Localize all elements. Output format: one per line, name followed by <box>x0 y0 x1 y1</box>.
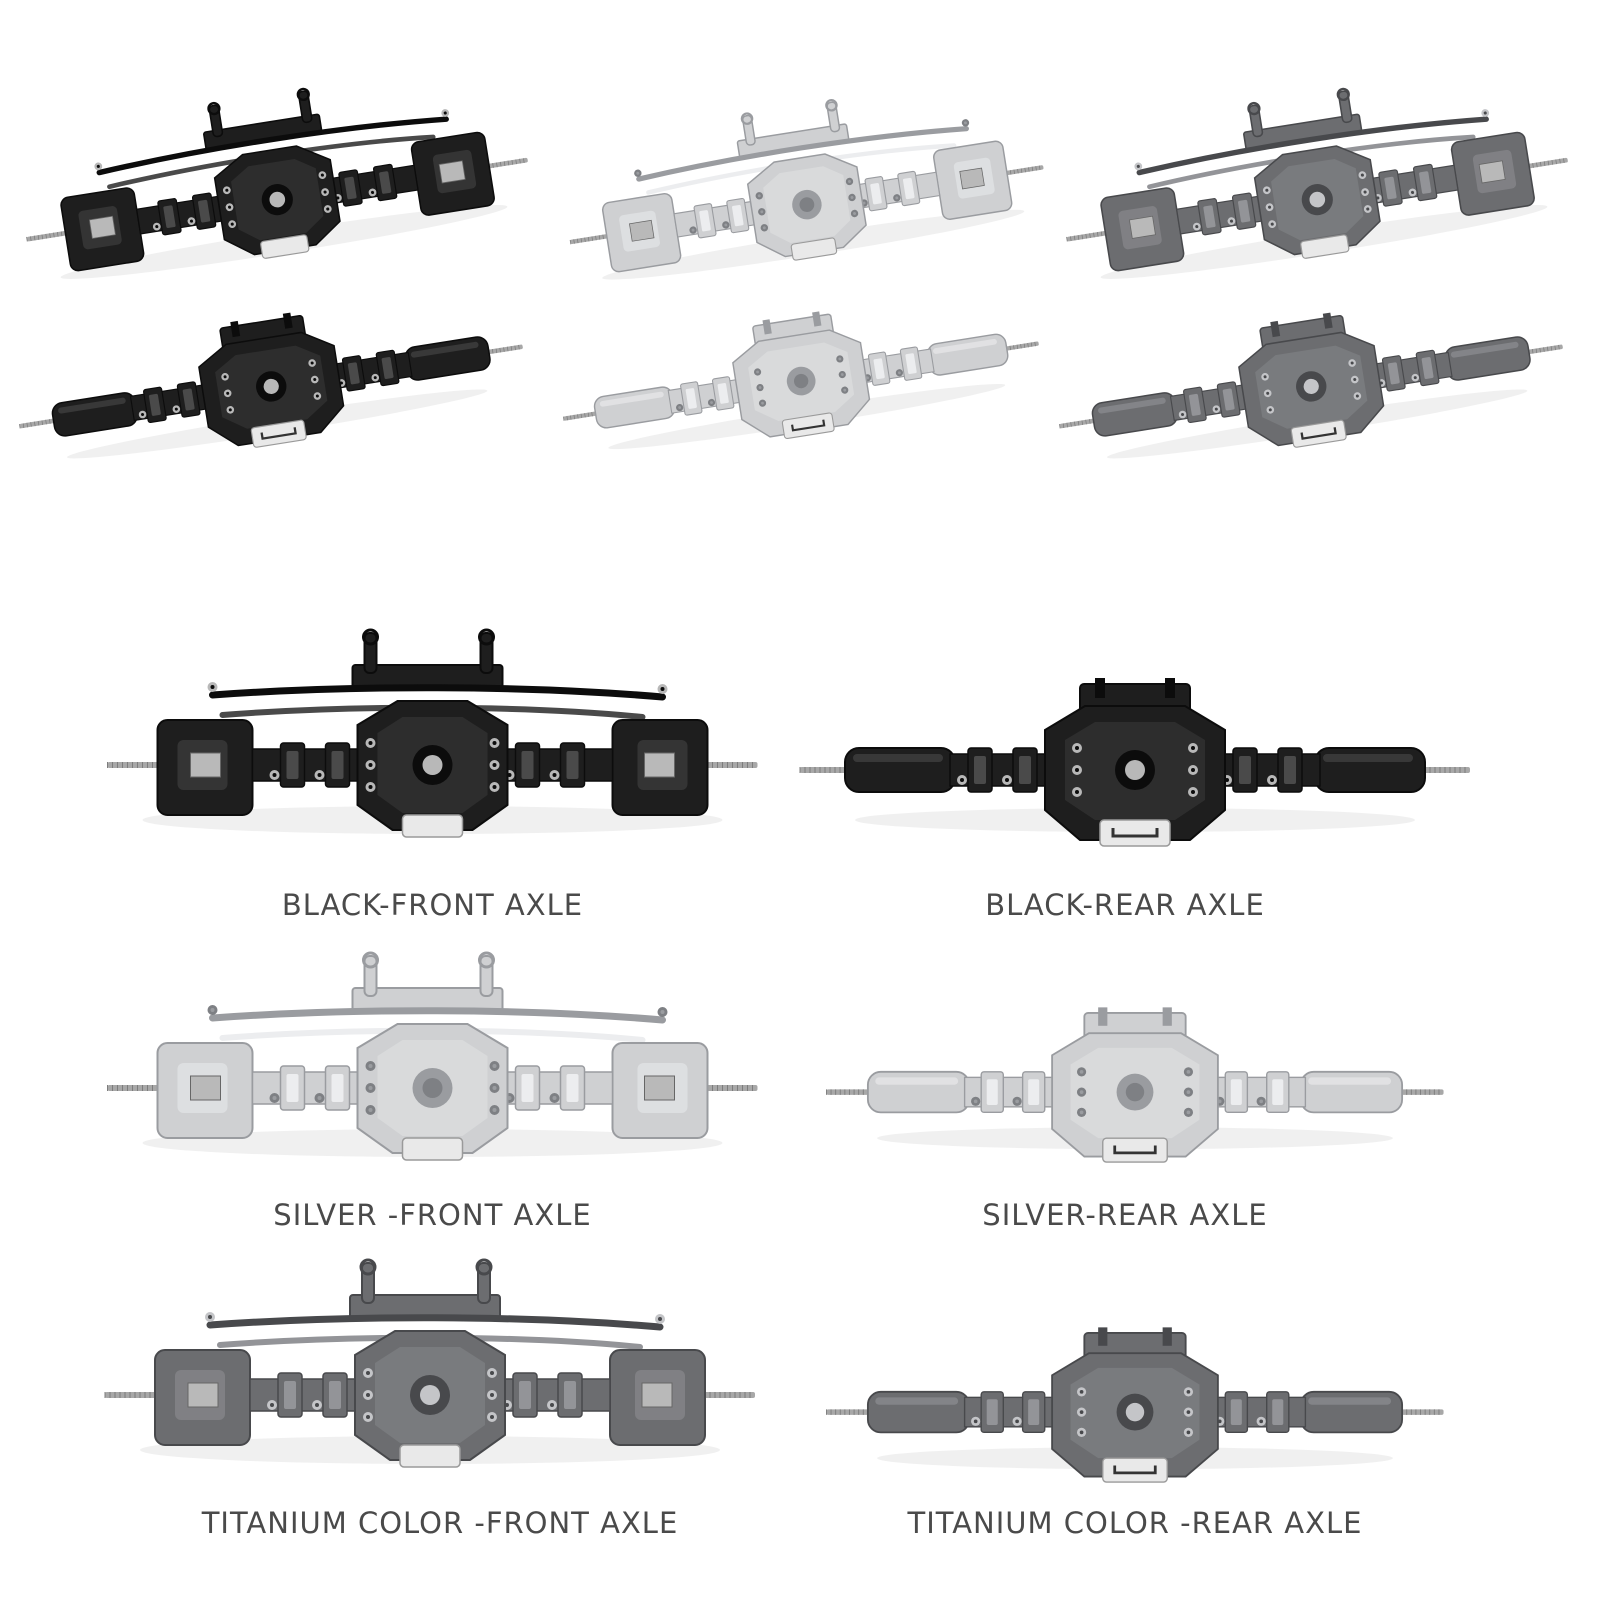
photo-titanium-rear-axle <box>795 1320 1475 1495</box>
photo-black-axle-set <box>0 80 540 500</box>
photo-titanium-axle-set <box>1040 80 1580 500</box>
silver-front-axle-label: SILVER -FRONT AXLE <box>273 1198 592 1232</box>
photo-black-rear-axle <box>795 670 1475 860</box>
silver-rear-axle-label: SILVER-REAR AXLE <box>982 1198 1268 1232</box>
rear-axle-illustration <box>825 1007 1444 1163</box>
axle-pair-illustration <box>562 99 1044 450</box>
rear-axle-illustration <box>825 1327 1444 1483</box>
photo-black-front-axle <box>100 625 765 855</box>
axle-pair-illustration <box>19 87 528 459</box>
photo-titanium-front-axle <box>90 1255 770 1485</box>
black-rear-axle-label: BLACK-REAR AXLE <box>985 888 1265 922</box>
photo-silver-rear-axle <box>795 1000 1475 1175</box>
photo-silver-axle-set <box>545 80 1055 500</box>
black-front-axle-label: BLACK-FRONT AXLE <box>281 888 584 922</box>
axle-pair-illustration <box>1059 87 1568 459</box>
front-axle-illustration <box>104 1258 755 1468</box>
titanium-rear-axle-label: TITANIUM COLOR -REAR AXLE <box>907 1506 1363 1540</box>
front-axle-illustration <box>107 951 758 1161</box>
titanium-front-axle-label: TITANIUM COLOR -FRONT AXLE <box>201 1506 679 1540</box>
photo-silver-front-axle <box>100 948 765 1178</box>
rear-axle-illustration <box>799 678 1470 847</box>
front-axle-illustration <box>107 628 758 838</box>
